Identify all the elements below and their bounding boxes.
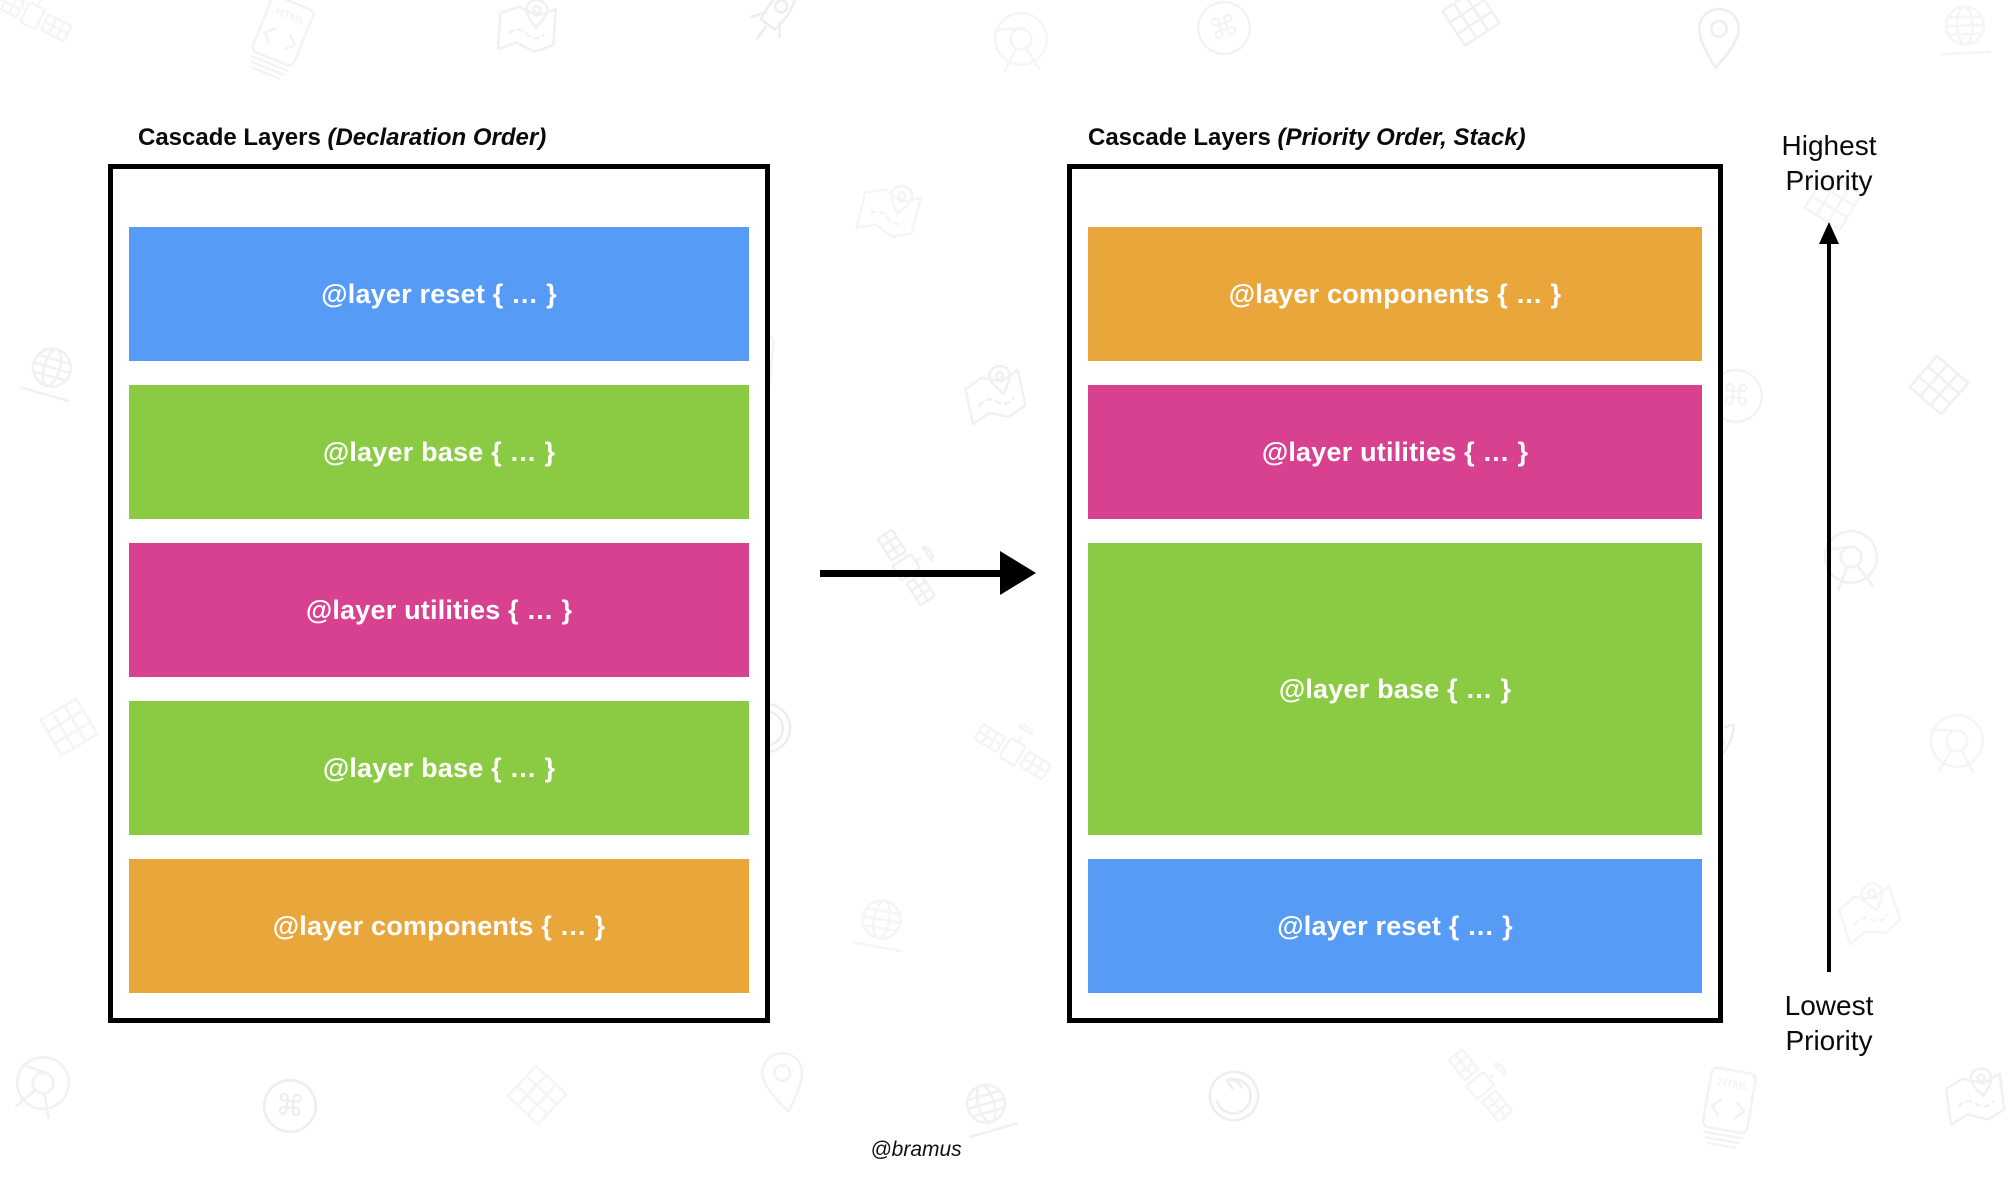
layer-bar-base: @layer base { … } [129,701,749,835]
watermark-command-circle-icon: ⌘ [243,1059,336,1152]
watermark-chrome-icon [1910,694,2005,789]
watermark-grid-diamond-icon [1420,0,1522,68]
watermark-location-pin-icon [1671,0,1764,87]
layer-bar-base: @layer base { … } [1088,543,1702,835]
watermark-satellite-icon [1434,1038,1529,1133]
author-credit: @bramus [870,1138,962,1161]
watermark-chrome-icon [971,0,1071,89]
layer-bar-label: @layer base { … } [1278,673,1512,704]
watermark-chrome-icon [0,1032,94,1134]
watermark-swirl-browser-icon [1182,1044,1285,1147]
watermark-map-icon [837,159,941,263]
layer-bar-label: @layer components { … } [272,910,606,941]
svg-text:.HTML: .HTML [1714,1076,1750,1094]
watermark-chrome-icon [1798,504,1904,610]
watermark-satellite-icon [961,699,1065,803]
watermark-grid-diamond-icon [1893,339,1985,431]
layer-bar-reset: @layer reset { … } [129,227,749,361]
right-panel-title-subtitle: (Priority Order, Stack) [1277,124,1526,151]
layer-bar-label: @layer base { … } [322,752,556,783]
layer-bar-label: @layer utilities { … } [1261,436,1529,467]
left-panel-title-main: Cascade Layers [138,124,321,151]
svg-text:⌘: ⌘ [274,1087,306,1123]
watermark-satellite-icon [0,0,87,69]
layer-bar-label: @layer base { … } [322,436,556,467]
watermark-grid-diamond-icon [493,1051,582,1140]
layer-bar-base: @layer base { … } [129,385,749,519]
watermark-globe-icon [0,318,104,424]
watermark-globe-icon [831,873,931,973]
declaration-order-box: @layer reset { … } @layer base { … } @la… [108,164,770,1023]
watermark-html-file-icon: .HTML [230,0,331,88]
layer-bar-label: @layer reset { … } [1277,910,1513,941]
svg-text:⌘: ⌘ [1721,378,1752,413]
transform-arrow-head-icon [1000,551,1036,595]
lowest-priority-label: Lowest Priority [1784,990,1874,1056]
layer-bar-label: @layer components { … } [1228,278,1562,309]
left-panel-title-subtitle: (Declaration Order) [327,124,547,151]
watermark-globe-icon [1921,0,2010,73]
watermark-command-circle-icon: ⌘ [1170,0,1277,82]
layer-bar-label: @layer utilities { … } [305,594,573,625]
watermark-html-file-icon: .HTML [1684,1064,1771,1151]
watermark-map-icon [1926,1048,2010,1145]
layer-bar-components: @layer components { … } [129,859,749,993]
priority-order-box: @layer components { … } @layer utilities… [1067,164,1723,1023]
layer-bar-label: @layer reset { … } [321,278,557,309]
svg-text:.HTML: .HTML [271,4,307,28]
right-panel-title: Cascade Layers (Priority Order, Stack) [1088,124,1526,152]
watermark-map-icon [1815,859,1923,967]
priority-arrow-head-icon [1819,222,1839,244]
watermark-map-icon [481,0,573,73]
watermark-map-icon [944,344,1046,446]
svg-text:⌘: ⌘ [1205,7,1243,48]
layer-bar-utilities: @layer utilities { … } [1088,385,1702,519]
left-panel-title: Cascade Layers (Declaration Order) [138,124,546,152]
layer-bar-utilities: @layer utilities { … } [129,543,749,677]
transform-arrow-shaft [820,570,1002,577]
watermark-satellite-icon [856,516,958,618]
watermark-location-pin-icon [735,1035,833,1133]
layer-bar-components: @layer components { … } [1088,227,1702,361]
layer-bar-reset: @layer reset { … } [1088,859,1702,993]
watermark-grid-diamond-icon [17,675,121,779]
right-panel-title-main: Cascade Layers [1088,124,1271,151]
priority-arrow-shaft [1827,242,1831,972]
watermark-rocket-icon [729,0,819,61]
highest-priority-label: Highest Priority [1781,130,1877,196]
